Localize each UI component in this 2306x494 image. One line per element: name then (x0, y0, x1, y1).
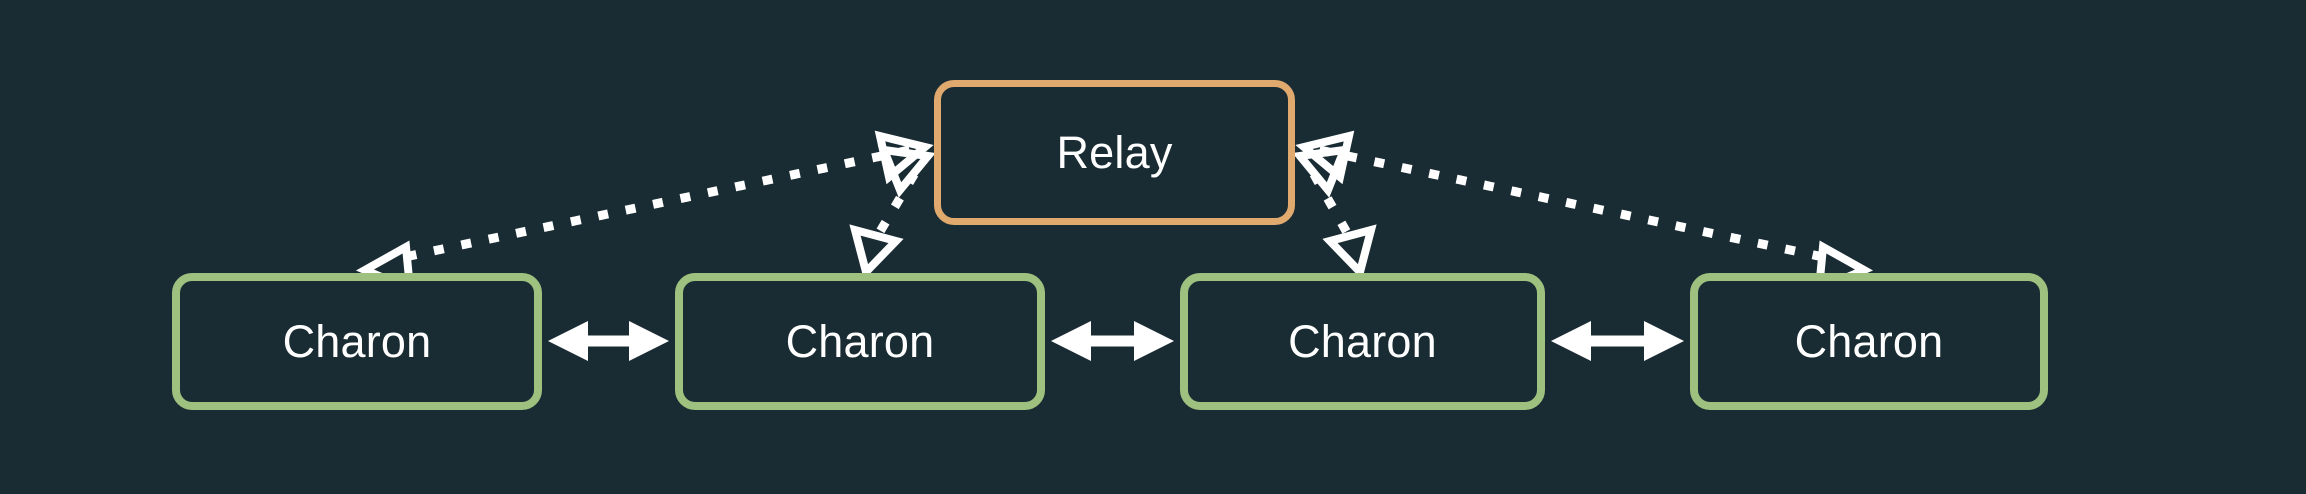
node-relay-label: Relay (1056, 127, 1173, 178)
node-charon-2-label: Charon (785, 316, 935, 367)
edge-relay-charon2 (849, 145, 936, 280)
node-relay[interactable]: Relay (934, 80, 1295, 225)
edge-relay-charon4 (1295, 130, 1874, 296)
edge-charon2-charon3 (1051, 321, 1174, 361)
edge-charon3-charon4 (1551, 321, 1684, 361)
node-charon-3-label: Charon (1288, 316, 1437, 367)
node-charon-1-label: Charon (282, 316, 432, 367)
edge-relay-charon1 (355, 130, 934, 296)
node-charon-1[interactable]: Charon (172, 273, 542, 410)
edge-relay-charon3 (1292, 145, 1377, 280)
node-charon-4[interactable]: Charon (1690, 273, 2048, 410)
node-charon-4-label: Charon (1794, 316, 1944, 367)
node-charon-3[interactable]: Charon (1180, 273, 1545, 410)
edge-charon1-charon2 (548, 321, 669, 361)
node-charon-2[interactable]: Charon (675, 273, 1045, 410)
